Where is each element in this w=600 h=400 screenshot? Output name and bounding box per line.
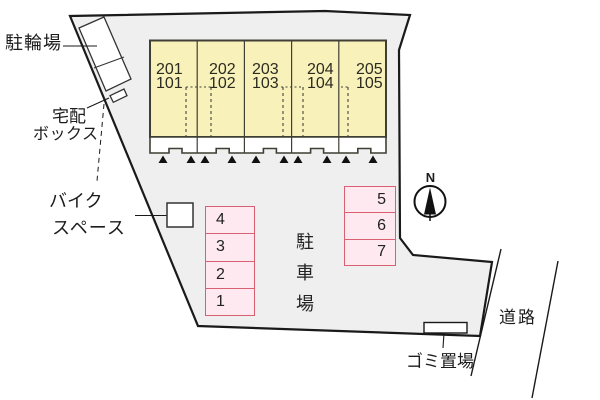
unit-label-202-102: 202 102 [209, 61, 236, 92]
parking-stall: 2 [206, 260, 254, 288]
unit-dividers [196, 40, 340, 153]
unit-upper: 201 [156, 61, 183, 78]
delivery-box-label-line1: 宅配 [52, 107, 86, 126]
unit-lower: 103 [252, 74, 279, 92]
unit-label-204-104: 204 104 [307, 61, 334, 92]
delivery-box-label-line2: ボックス [33, 126, 99, 143]
parking-stall: 1 [206, 287, 254, 315]
north-label: N [425, 170, 436, 185]
parking-stall: 7 [345, 238, 395, 265]
unit-label-203-103: 203 103 [252, 61, 279, 92]
entry-path-dashes [185, 86, 349, 136]
entrance-triangle-icons [158, 155, 378, 163]
unit-upper: 202 [209, 61, 236, 78]
parking-stall: 3 [206, 233, 254, 260]
parking-stall: 6 [345, 212, 395, 238]
garbage-area-label: ゴミ置場 [406, 352, 474, 371]
parking-stalls-left: 4 3 2 1 [205, 206, 255, 316]
unit-lower: 105 [356, 74, 383, 92]
road-label: 道路 [499, 308, 537, 327]
unit-lower: 104 [307, 74, 334, 92]
building-body [149, 39, 387, 138]
road-west-edge-line [470, 248, 502, 377]
bike-space-label-line2: スペース [52, 218, 126, 238]
unit-upper: 204 [307, 61, 334, 78]
bike-space-area [166, 202, 194, 228]
unit-lower: 101 [156, 74, 183, 92]
bicycle-parking-label: 駐輪場 [5, 33, 62, 53]
parking-stalls-right: 5 6 7 [344, 186, 396, 266]
delivery-box [109, 88, 128, 104]
building-entrance-strip [149, 136, 387, 154]
parking-stall: 4 [216, 211, 225, 229]
parking-stall: 5 [377, 190, 386, 208]
unit-label-201-101: 201 101 [156, 61, 183, 92]
garbage-area-box [423, 321, 468, 334]
apartment-building [149, 39, 387, 163]
unit-lower: 102 [209, 74, 236, 92]
road-east-edge-line [531, 260, 559, 399]
unit-upper: 205 [356, 61, 383, 78]
bike-space-label-line1: バイク [49, 191, 103, 211]
unit-upper: 203 [252, 61, 279, 78]
bicycle-parking-area [78, 16, 132, 92]
compass-north-icon [413, 185, 447, 221]
parking-lot-label: 駐車場 [296, 232, 314, 314]
unit-label-205-105: 205 105 [356, 61, 383, 92]
